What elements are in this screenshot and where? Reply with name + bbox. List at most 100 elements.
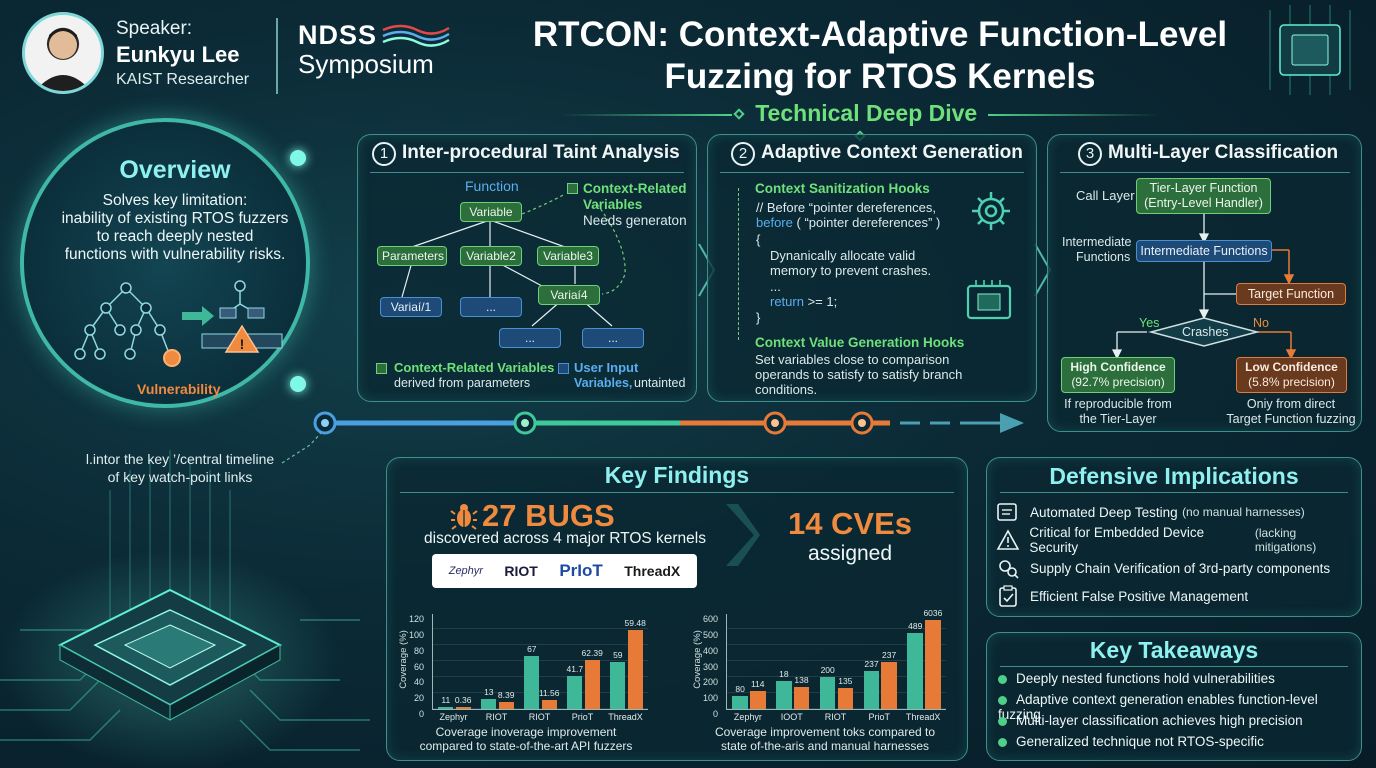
gear-icon <box>972 192 1010 230</box>
intermediate-box: Intermediate Functions <box>1136 240 1272 262</box>
taint-number: 1 <box>372 142 396 166</box>
chart1-value-label: 11 <box>441 695 451 705</box>
chart2-xlabel: Zephyr <box>733 712 762 722</box>
taint-node-dots2: ... <box>499 328 561 348</box>
chart2-value-label: 237 <box>864 659 879 670</box>
takeaway-item: Adaptive context generation enables func… <box>998 692 1358 722</box>
chart2-value-label: 114 <box>750 678 765 689</box>
call-layer-label: Call Layer <box>1076 188 1135 203</box>
hooks2-line2: operands to satisfy to satisfy branch <box>755 367 963 382</box>
timeline-caption: l.intor the key ’/central timeline of ke… <box>60 450 300 486</box>
chart1-xlabel: Zephyr <box>439 712 468 722</box>
low-confidence-box: Low Confidence (5.8% precision) <box>1236 357 1347 393</box>
defensive-item-sub: (lacking mitigations) <box>1254 526 1317 554</box>
code-line6: ... <box>770 279 781 294</box>
taint-legend1-sub: derived from parameters <box>394 376 531 390</box>
code-line4: Dynanically allocate valid <box>770 248 916 263</box>
cves-count: 14 CVEs <box>787 506 913 541</box>
low-note: Oniy from direct Target Function fuzzing <box>1220 397 1362 427</box>
chart1-ytick: 40 <box>413 677 424 688</box>
chart2-ytick: 400 <box>702 645 718 656</box>
taint-graph-lines <box>401 193 626 327</box>
chart2-bar <box>732 696 748 709</box>
taint-legend2-title2: Variables, <box>574 376 633 390</box>
chart2-bar <box>837 687 854 709</box>
takeaway-item: Multi-layer classification achieves high… <box>998 713 1358 734</box>
chart1-value-label: 59.48 <box>624 618 646 629</box>
defensive-panel <box>986 457 1362 617</box>
code-line2-rest: ( “pointer dereferences” ) <box>796 215 941 230</box>
chart2-value-label: 18 <box>779 668 789 679</box>
overview-line2: inability of existing RTOS fuzzers <box>61 210 289 227</box>
taint-legend1-title: Context-Related Variables <box>394 360 555 375</box>
cves-sub: assigned <box>807 542 893 565</box>
chart2-value-label: 135 <box>838 675 853 686</box>
chart1-value-label: 59 <box>613 650 623 661</box>
vulnerability-label: Vulnerability <box>137 381 221 397</box>
code-line8: } <box>756 310 761 325</box>
high-confidence-title: High Confidence <box>1070 360 1166 374</box>
overview-title: Overview <box>119 156 231 184</box>
context-bracket <box>738 188 746 340</box>
chart2-value-label: 489 <box>908 621 923 631</box>
chart1-value-label: 41.7 <box>566 664 584 674</box>
overview-line1: Solves key limitation: <box>102 192 248 209</box>
bullet-icon <box>998 674 1007 684</box>
taint-node-parameters: Parameters <box>377 246 447 266</box>
chart1-xlabel: PrioT <box>571 712 594 722</box>
overview-dot-bottom <box>290 376 306 392</box>
logo-threadx: ThreadX <box>624 563 681 579</box>
chart2-bar <box>776 680 792 709</box>
context-title-text: Adaptive Context Generation <box>761 142 1023 163</box>
taint-legend2-title: User Input <box>574 360 639 375</box>
chart1-xlabel: RIOT <box>485 712 508 722</box>
memory-chip-icon <box>966 280 1012 320</box>
section-label: Technical Deep Dive <box>732 100 988 145</box>
taint-legend2-swatch <box>558 363 569 374</box>
chart1-bar <box>455 706 471 709</box>
warning-icon <box>996 529 1020 550</box>
taint-legend2-sub: untainted <box>634 376 686 390</box>
chart1-bar <box>498 702 514 709</box>
low-note-line2: Target Function fuzzing <box>1226 412 1356 426</box>
overview-circle <box>20 118 310 408</box>
takeaway-text: Adaptive context generation enables func… <box>998 692 1318 722</box>
high-confidence-box: High Confidence (92.7% precision) <box>1061 357 1175 393</box>
chart2-ytick: 200 <box>702 677 718 688</box>
defensive-list: Automated Deep Testing (no manual harnes… <box>996 498 1358 610</box>
takeaway-text: Multi-layer classification achieves high… <box>1016 713 1303 728</box>
chart2-value-label: 237 <box>882 649 897 660</box>
bugs-count: 27 BUGS <box>482 498 615 533</box>
section-rule-right <box>988 114 1160 116</box>
chart1-caption: Coverage in​overage improvement compared… <box>396 725 656 753</box>
chart2-xlabel: IOOT <box>780 712 803 722</box>
chart1-value-label: 13 <box>484 686 494 697</box>
overview-line3: to reach deeply nested <box>96 228 254 245</box>
takeaway-item: Generalized technique not RTOS-specific <box>998 734 1358 755</box>
tier-layer-line1: Tier-Layer Function <box>1149 181 1258 195</box>
chart1-bar <box>438 707 454 709</box>
taint-title-text: Inter-procedural Taint Analysis <box>402 142 680 163</box>
taint-ctx-title1: Context-Related <box>583 181 687 196</box>
timeline-caption-line2: of key watch-point links <box>107 469 253 485</box>
takeaways-title: Key Takeaways <box>1089 637 1259 663</box>
taint-legend1-swatch <box>376 363 387 374</box>
bugs-sub: discovered across 4 major RTOS kernels <box>424 530 706 547</box>
chart2-xlabel: PrioT <box>868 712 891 722</box>
code-line7: return >= 1; <box>770 294 837 309</box>
section-rule-left <box>560 114 732 116</box>
chart2-ytick: 100 <box>702 693 718 704</box>
chart2-bar <box>749 690 766 709</box>
overview-line4: functions with vulnerability risks. <box>64 246 286 263</box>
code-line5: memory to prevent crashes. <box>770 263 932 278</box>
speaker-role: KAIST Researcher <box>116 71 250 88</box>
findings-arrow-icon <box>726 504 760 566</box>
intermediate-label2: Functions <box>1076 250 1131 264</box>
code-line7-rest: >= 1; <box>807 294 838 309</box>
chart1-bar <box>524 655 540 709</box>
low-confidence-title: Low Confidence <box>1245 360 1338 374</box>
chart2-bar <box>793 687 810 709</box>
